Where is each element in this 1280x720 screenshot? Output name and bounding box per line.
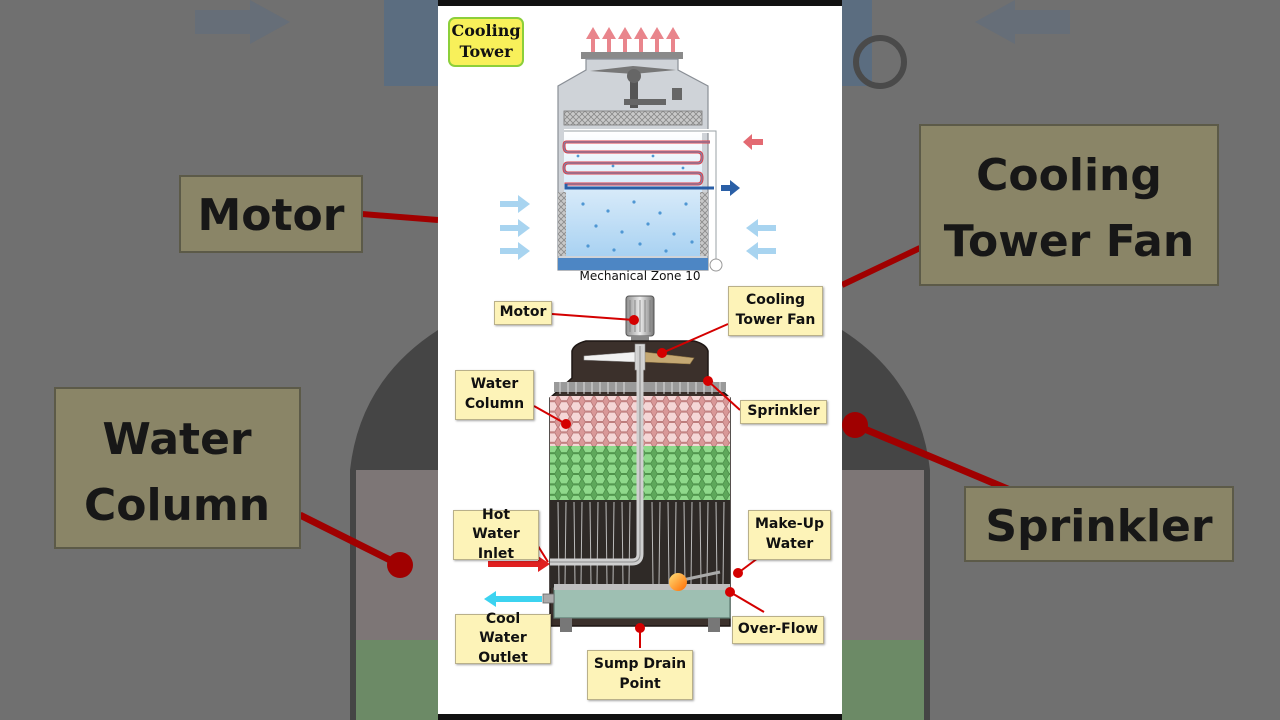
- water-drops: [576, 154, 694, 253]
- air-in-arrows: [500, 195, 776, 260]
- cooling-tower-diagram: [484, 27, 776, 648]
- rain-streams: [557, 501, 725, 585]
- cool-water-outlet-label: Cool Water Outlet: [455, 611, 551, 666]
- bg-sprinkler-label: Sprinkler: [985, 501, 1212, 552]
- svg-text:Column: Column: [84, 480, 270, 531]
- svg-text:Water: Water: [102, 414, 252, 465]
- svg-text:Tower Fan: Tower Fan: [944, 216, 1194, 267]
- top-schematic: [500, 27, 776, 272]
- svg-text:Cooling: Cooling: [976, 150, 1162, 201]
- exhaust-arrows: [586, 27, 680, 52]
- cooling-tower-fan-label: Cooling Tower Fan: [728, 286, 823, 336]
- water-column-label: Water Column: [455, 370, 534, 420]
- leader-lines: [533, 313, 765, 648]
- panel-frame-top: [438, 0, 842, 6]
- diagram-panel: Cooling Tower Mechanical Zone 10 Motor C…: [438, 6, 842, 714]
- hot-water-inlet-label: Hot Water Inlet: [453, 507, 539, 562]
- sprinkler-nozzles: [559, 382, 721, 394]
- cooling-tower-badge: Cooling Tower: [448, 17, 524, 67]
- panel-frame-bottom: [438, 714, 842, 720]
- bottom-tower: [484, 295, 731, 632]
- top-diagram-caption: Mechanical Zone 10: [579, 269, 701, 283]
- bg-motor-label: Motor: [198, 190, 345, 241]
- over-flow-label: Over-Flow: [732, 616, 824, 644]
- sump-drain-point-label: Sump Drain Point: [587, 650, 693, 700]
- make-up-water-label: Make-Up Water: [748, 510, 831, 560]
- sprinkler-label: Sprinkler: [740, 400, 827, 424]
- motor-label: Motor: [494, 301, 552, 325]
